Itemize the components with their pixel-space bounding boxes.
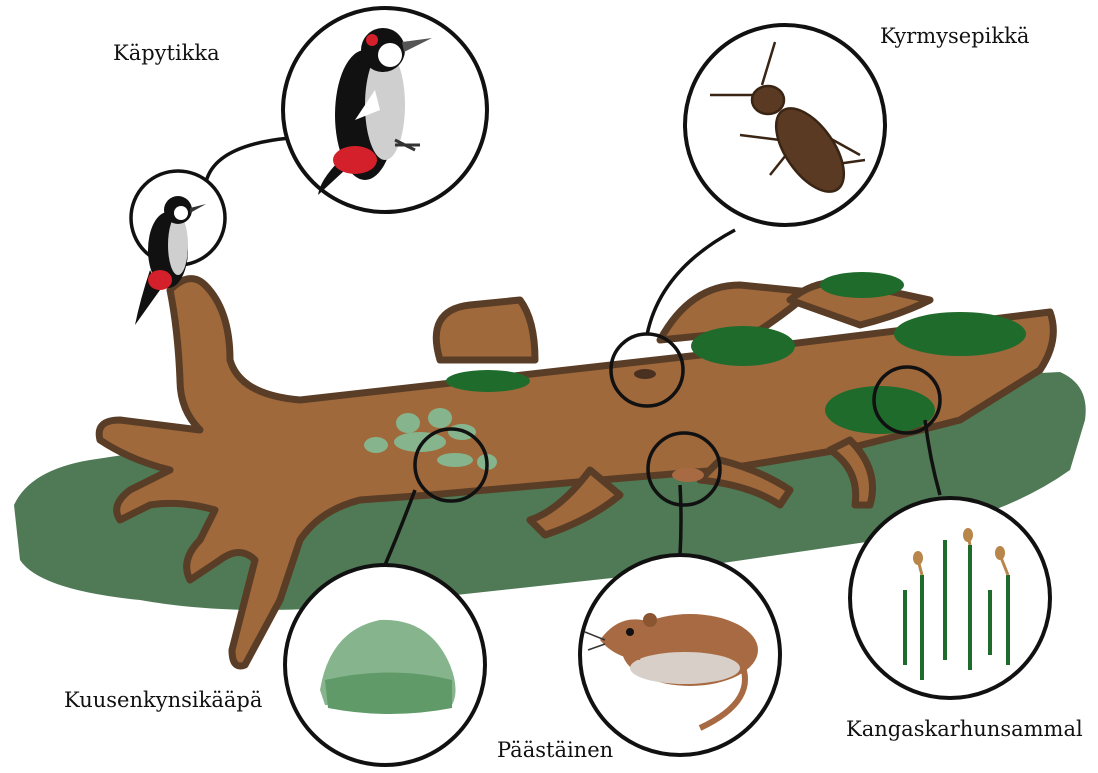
label-beetle: Kyrmysepikkä xyxy=(880,24,1029,48)
label-woodpecker: Käpytikka xyxy=(113,41,220,65)
label-fungus: Kuusenkynsikääpä xyxy=(64,688,262,712)
label-moss: Kangaskarhunsammal xyxy=(846,717,1083,741)
shrew-marker-icon xyxy=(672,468,704,482)
beetle-marker-icon xyxy=(634,369,656,379)
label-shrew: Päästäinen xyxy=(497,738,613,762)
